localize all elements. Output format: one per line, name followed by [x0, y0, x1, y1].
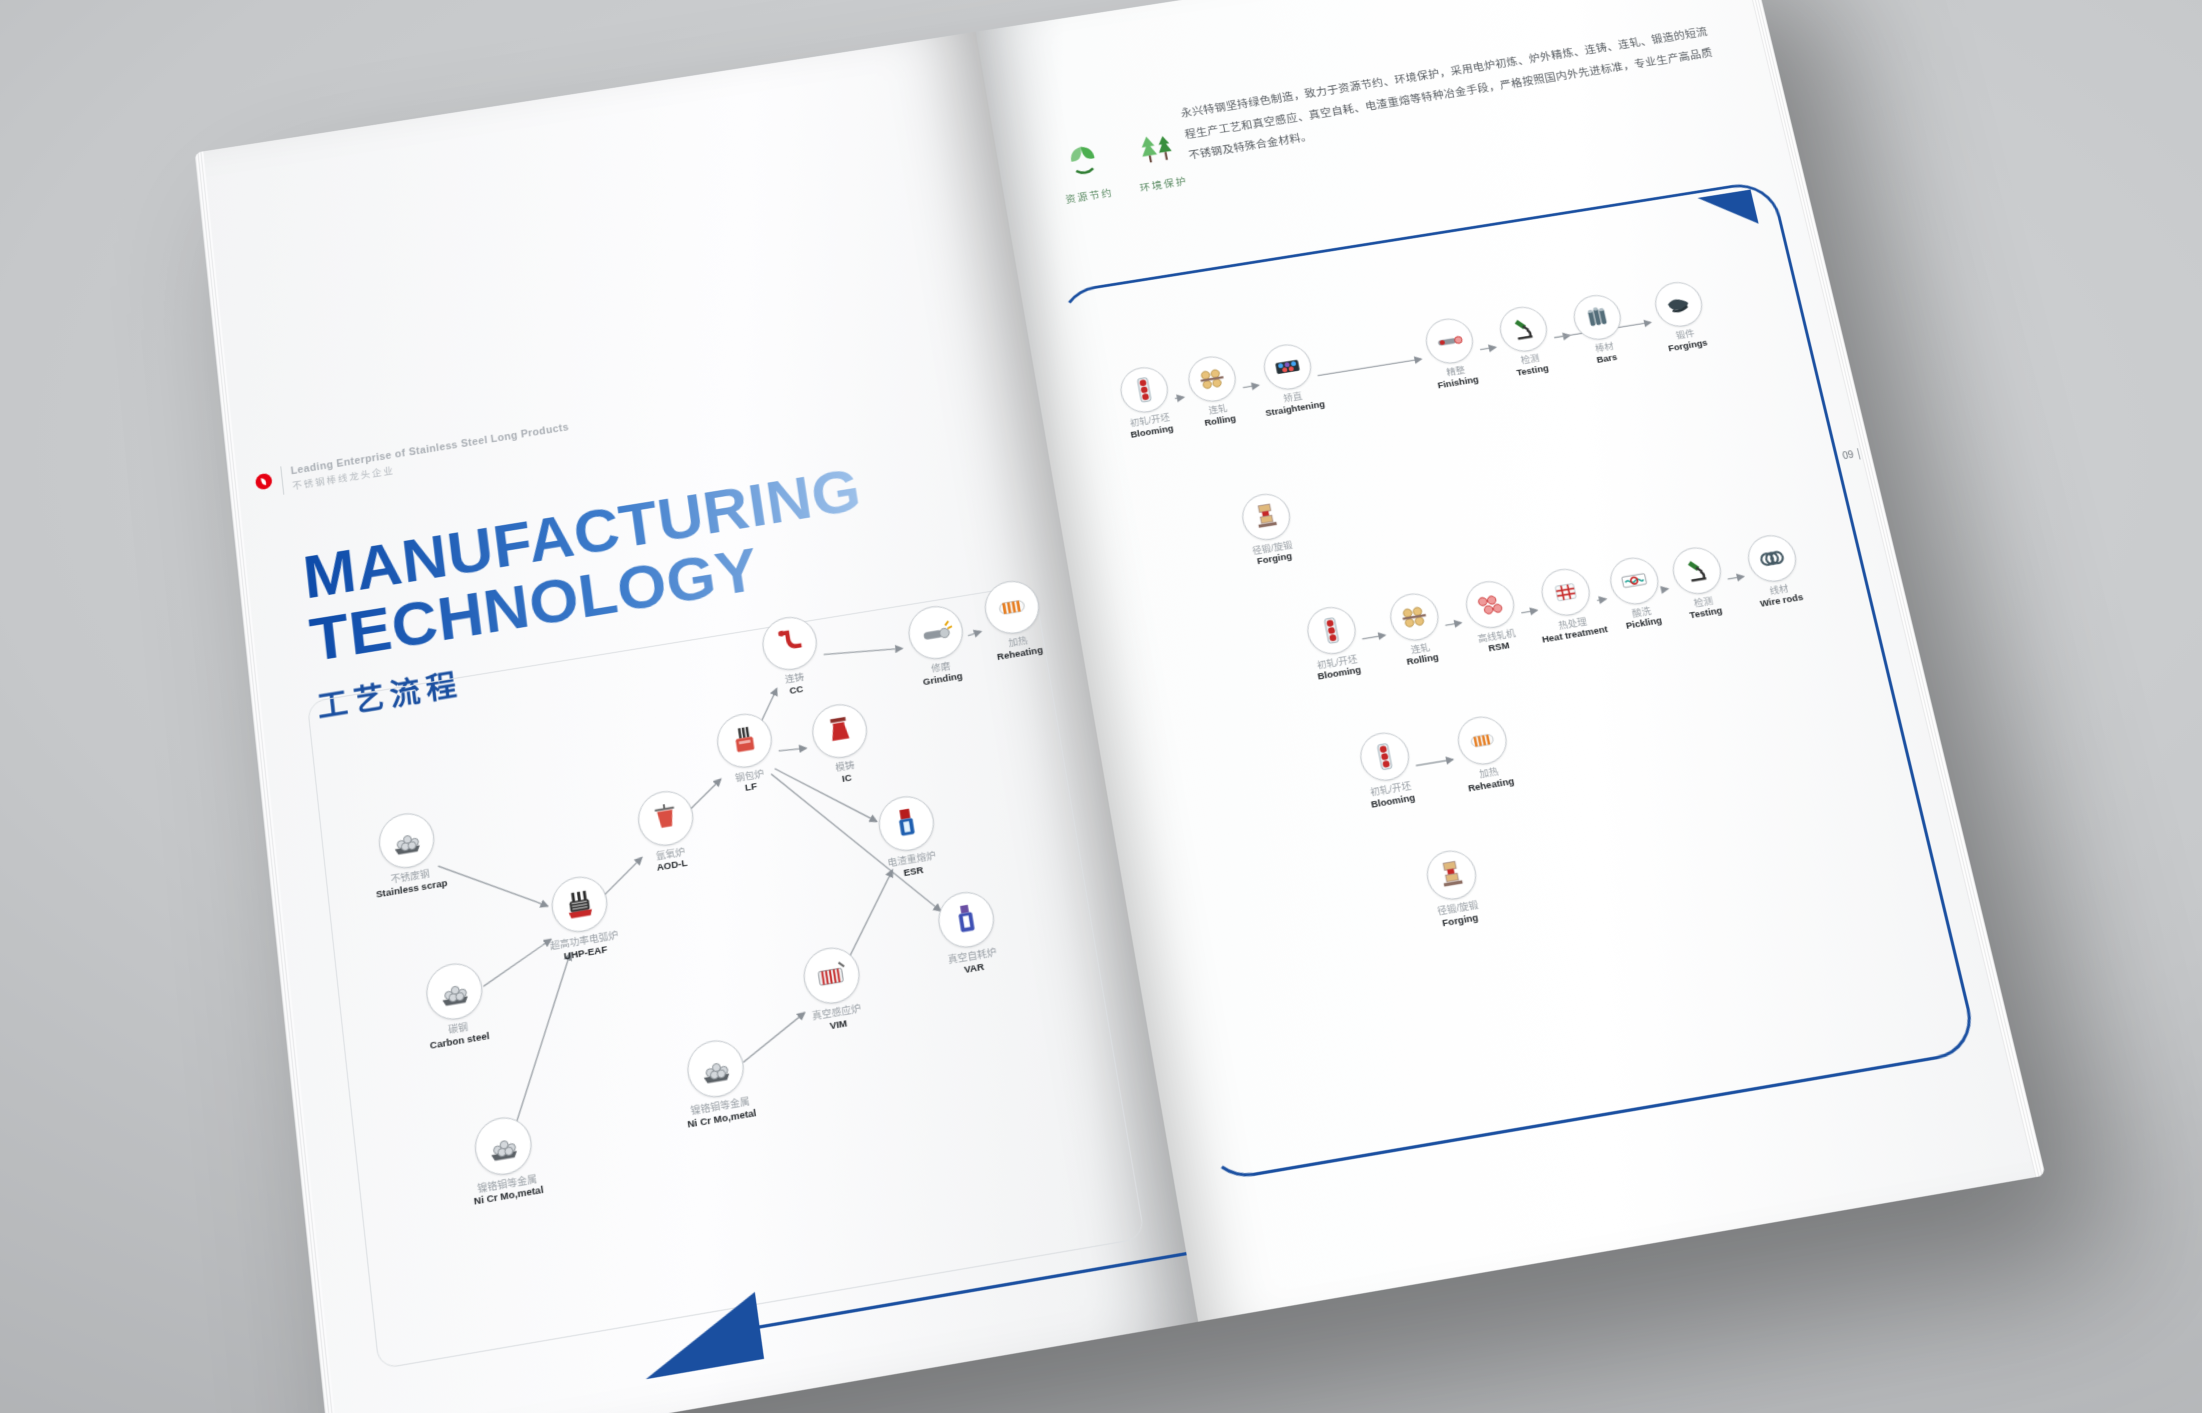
pickling-icon	[1606, 553, 1664, 608]
rolling-icon	[1185, 353, 1240, 406]
reheating-icon	[1453, 713, 1511, 769]
tagline-divider	[280, 466, 285, 495]
scrap-pile-icon	[471, 1112, 535, 1179]
forgings-icon	[1650, 279, 1707, 331]
flow-node-label-en: IC	[841, 772, 853, 785]
lf-icon	[713, 709, 776, 772]
eco-badges: 资源节约 环境保护	[1056, 129, 1189, 207]
flow-node-label-en: Bars	[1595, 352, 1619, 367]
intro-paragraph: 永兴特钢坚持绿色制造，致力于资源节约、环境保护，采用电炉初炼、炉外精炼、连铸、连…	[1180, 26, 1714, 162]
flow-node-label-en: Rolling	[1203, 413, 1237, 430]
grinding-icon	[904, 602, 967, 663]
flow-node-label-en: Testing	[1515, 363, 1550, 379]
page-number: 09	[1841, 448, 1861, 462]
eco-item-resource-saving: 资源节约	[1056, 140, 1114, 206]
flow-node-label-en: VIM	[828, 1017, 848, 1033]
brochure-spread: Leading Enterprise of Stainless Steel Lo…	[195, 0, 2046, 1413]
eco-label: 环境保护	[1139, 175, 1189, 195]
bars-icon	[1570, 292, 1626, 344]
vim-icon	[799, 943, 863, 1008]
eco-item-environment: 环境保护	[1130, 129, 1189, 195]
heat-treatment-icon	[1537, 564, 1595, 619]
flow-node-label-en: Wire rods	[1759, 592, 1805, 611]
ic-icon	[808, 700, 871, 763]
testing-icon	[1496, 303, 1552, 356]
blooming-icon	[1355, 729, 1413, 785]
finishing-icon	[1421, 315, 1478, 368]
flow-node-label-en: VAR	[963, 961, 985, 976]
rsm-icon	[1461, 577, 1519, 632]
cc-icon	[758, 613, 821, 675]
esr-icon	[874, 792, 938, 856]
flow-node-label-en: RSM	[1487, 640, 1511, 655]
flow-node-label-en: Rolling	[1405, 652, 1440, 669]
scrap-pile-icon	[422, 959, 485, 1024]
flow-node-label-en: Reheating	[1467, 776, 1516, 795]
reheating-icon	[981, 577, 1044, 638]
flow-node-label-en: CC	[788, 683, 805, 697]
flow-node-label-en: ESR	[902, 865, 925, 880]
wire-rods-icon	[1743, 531, 1801, 585]
scrap-pile-icon	[375, 809, 437, 873]
flow-node-label-en: LF	[744, 781, 758, 795]
testing-icon	[1667, 543, 1726, 598]
rolling-icon	[1385, 589, 1443, 644]
scrap-pile-icon	[683, 1036, 747, 1102]
brand-logo-icon	[254, 471, 274, 496]
eaf-icon	[548, 872, 611, 937]
left-page: Leading Enterprise of Stainless Steel Lo…	[195, 32, 1199, 1413]
flow-node-label-en: Testing	[1688, 605, 1724, 622]
forging-icon	[1422, 846, 1481, 904]
blooming-icon	[1117, 364, 1172, 417]
flow-node-label-en: Forgings	[1667, 338, 1709, 355]
brand-tagline: Leading Enterprise of Stainless Steel Lo…	[254, 421, 572, 499]
leaf-hand-icon	[1061, 141, 1106, 187]
flow-node-label-en: Finishing	[1436, 374, 1480, 392]
aod-icon	[634, 786, 697, 850]
blooming-icon	[1302, 603, 1360, 658]
trees-icon	[1135, 129, 1180, 175]
flow-node-label-en: Pickling	[1625, 615, 1664, 633]
page-number-value: 09	[1841, 449, 1855, 462]
page-number-divider	[1856, 448, 1861, 460]
forging-icon	[1238, 489, 1295, 544]
flow-node-label-en: Grinding	[922, 670, 964, 688]
flow-node-label-en: Reheating	[996, 644, 1044, 663]
straightening-icon	[1259, 341, 1315, 394]
var-icon	[934, 887, 999, 952]
eco-label: 资源节约	[1064, 187, 1115, 206]
